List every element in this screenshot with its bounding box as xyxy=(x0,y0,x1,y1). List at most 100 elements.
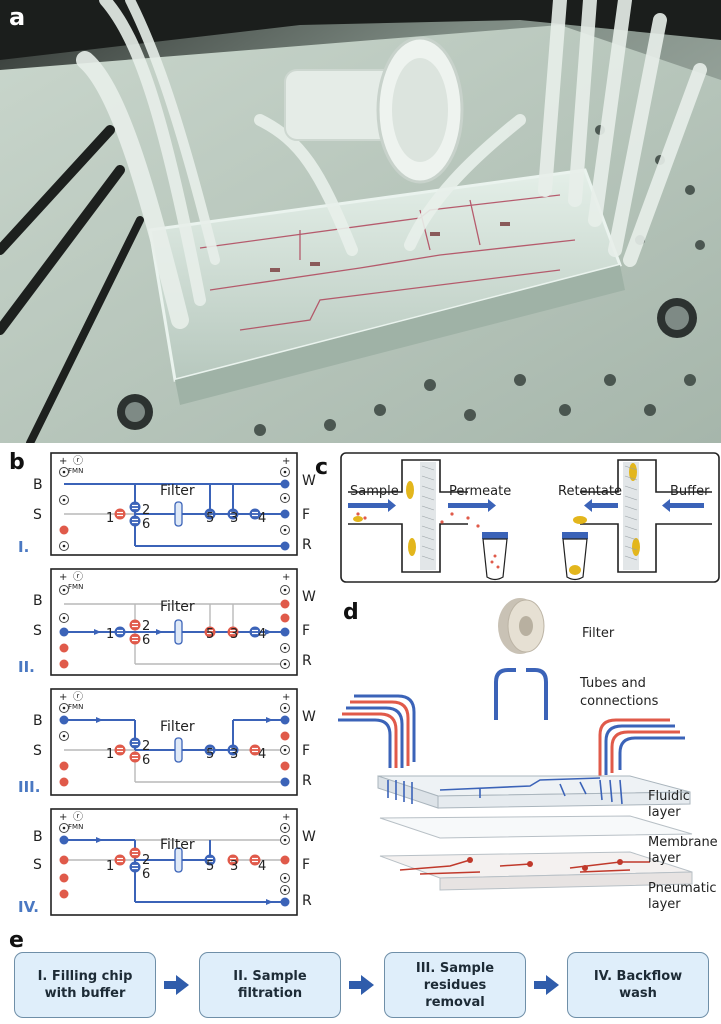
svg-text:+: + xyxy=(282,692,290,703)
port-label-w: W xyxy=(302,589,316,605)
workflow-step-4: IV. Backflow wash xyxy=(567,952,709,1018)
step-arrow-icon xyxy=(164,975,189,995)
valve-label-3: 3 xyxy=(230,627,239,642)
valve-label-1: 1 xyxy=(106,859,115,874)
port-label-r: R xyxy=(302,537,312,553)
pneumatic-label-line2: layer xyxy=(648,897,681,912)
svg-text:+: + xyxy=(282,456,290,467)
valve-label-5: 5 xyxy=(206,511,215,526)
port-label-b: B xyxy=(33,593,43,609)
port-label-b: B xyxy=(33,829,43,845)
chip-photo xyxy=(0,0,721,447)
valve-label-4: 4 xyxy=(258,511,267,526)
panel-label-c: c xyxy=(315,455,329,480)
valve-label-5: 5 xyxy=(206,627,215,642)
svg-text:+: + xyxy=(282,812,290,823)
fluidic-label-line1: Fluidic xyxy=(648,789,690,804)
fmn-logo: FMN xyxy=(68,823,84,831)
svg-text:+: + xyxy=(59,812,67,823)
panel-label-b: b xyxy=(9,450,25,475)
valve-label-4: 4 xyxy=(258,627,267,642)
valve-label-4: 4 xyxy=(258,859,267,874)
step-arrow-icon xyxy=(534,975,559,995)
schematic-step-3: + + ⓡ xyxy=(50,688,298,796)
svg-text:+: + xyxy=(59,692,67,703)
workflow-step-line1: IV. Backflow xyxy=(593,969,683,984)
tubes-label-line2: connections xyxy=(580,694,659,709)
port-label-r: R xyxy=(302,773,312,789)
filter-component-label: Filter xyxy=(582,626,615,641)
port-label-w: W xyxy=(302,829,316,845)
port-label-f: F xyxy=(302,857,311,873)
fluidic-label-line2: layer xyxy=(648,805,681,820)
roman-label: IV. xyxy=(18,898,39,916)
step-arrow-icon xyxy=(349,975,374,995)
workflow-step-line1: III. Sample residues xyxy=(415,960,495,993)
workflow-step-line2: with buffer xyxy=(44,986,126,1001)
valve-label-3: 3 xyxy=(230,859,239,874)
panel-label-d: d xyxy=(343,600,359,625)
port-label-b: B xyxy=(33,713,43,729)
svg-text:+: + xyxy=(59,572,67,583)
port-label-s: S xyxy=(33,743,42,759)
port-label-s: S xyxy=(33,857,42,873)
valve-label-3: 3 xyxy=(230,747,239,762)
workflow-step-line2: wash xyxy=(619,986,657,1001)
valve-label-2: 2 xyxy=(142,619,151,634)
workflow-step-line2: removal xyxy=(425,994,485,1010)
port-label-r: R xyxy=(302,893,312,909)
valve-label-3: 3 xyxy=(230,511,239,526)
workflow-step-line1: I. Filling chip xyxy=(37,969,133,984)
retentate-label: Retentate xyxy=(558,484,622,499)
valve-label-6: 6 xyxy=(142,753,151,768)
valve-label-6: 6 xyxy=(142,867,151,882)
roman-label: III. xyxy=(18,778,41,796)
port-label-s: S xyxy=(33,507,42,523)
tubes-label-line1: Tubes and xyxy=(580,676,646,691)
filter-label: Filter xyxy=(160,837,195,853)
layer-exploded-view xyxy=(330,590,721,930)
svg-text:+: + xyxy=(59,456,67,467)
filter-label: Filter xyxy=(160,483,195,499)
svg-text:ⓡ: ⓡ xyxy=(73,455,83,467)
port-label-f: F xyxy=(302,507,311,523)
pneumatic-label-line1: Pneumatic xyxy=(648,881,717,896)
valve-label-2: 2 xyxy=(142,503,151,518)
roman-label: I. xyxy=(18,538,30,556)
valve-label-1: 1 xyxy=(106,511,115,526)
schematic-step-1: + + ⓡ xyxy=(50,452,298,556)
workflow-step-1: I. Filling chip with buffer xyxy=(14,952,156,1018)
valve-label-5: 5 xyxy=(206,859,215,874)
schematic-step-2: + + ⓡ xyxy=(50,568,298,676)
permeate-label: Permeate xyxy=(449,484,512,499)
roman-label: II. xyxy=(18,658,35,676)
schematic-step-4: + + ⓡ xyxy=(50,808,298,916)
valve-label-6: 6 xyxy=(142,517,151,532)
fmn-logo: FMN xyxy=(68,703,84,711)
svg-text:ⓡ: ⓡ xyxy=(73,571,83,583)
panel-label-a: a xyxy=(9,3,26,31)
port-label-f: F xyxy=(302,743,311,759)
svg-text:ⓡ: ⓡ xyxy=(73,691,83,703)
fmn-logo: FMN xyxy=(68,467,84,475)
valve-label-6: 6 xyxy=(142,633,151,648)
port-label-s: S xyxy=(33,623,42,639)
svg-text:+: + xyxy=(282,572,290,583)
port-label-r: R xyxy=(302,653,312,669)
port-label-f: F xyxy=(302,623,311,639)
valve-label-1: 1 xyxy=(106,747,115,762)
port-label-w: W xyxy=(302,473,316,489)
membrane-label-line2: layer xyxy=(648,851,681,866)
port-label-b: B xyxy=(33,477,43,493)
workflow-step-line1: II. Sample xyxy=(233,969,307,984)
filter-label: Filter xyxy=(160,719,195,735)
buffer-label: Buffer xyxy=(670,484,710,499)
valve-label-2: 2 xyxy=(142,739,151,754)
filtration-diagram xyxy=(340,452,720,583)
valve-label-5: 5 xyxy=(206,747,215,762)
valve-label-2: 2 xyxy=(142,853,151,868)
svg-text:ⓡ: ⓡ xyxy=(73,811,83,823)
port-label-w: W xyxy=(302,709,316,725)
panel-label-e: e xyxy=(9,928,24,953)
